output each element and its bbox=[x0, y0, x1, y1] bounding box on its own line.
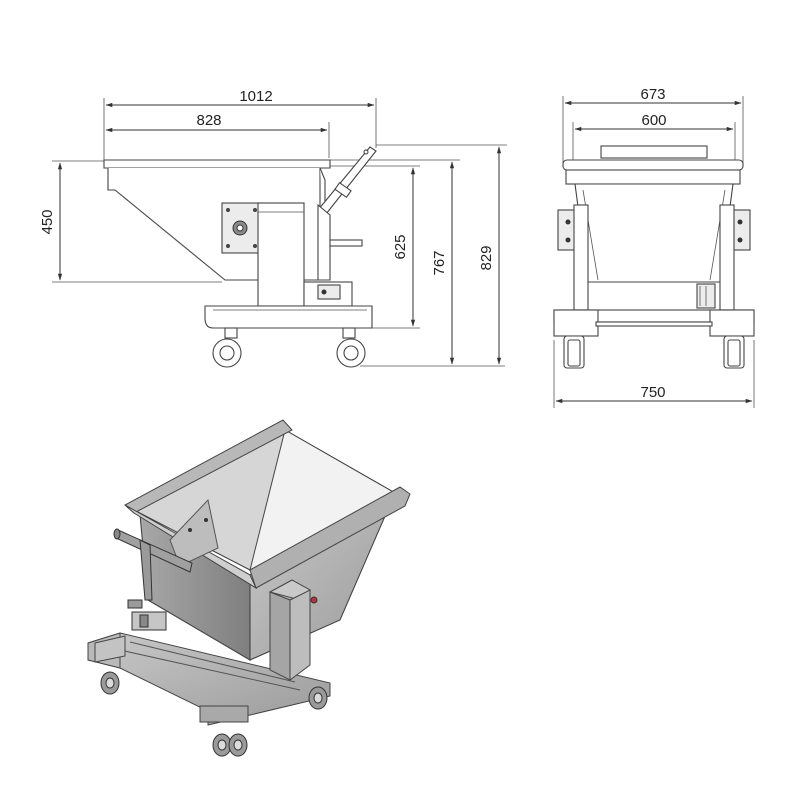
dimension-label-767: 767 bbox=[431, 250, 448, 275]
dimension-pivot-height: 625 bbox=[330, 165, 420, 329]
isometric-view bbox=[87, 419, 411, 757]
dimension-label-1012: 1012 bbox=[239, 88, 272, 105]
dimension-label-750: 750 bbox=[640, 384, 665, 401]
dimension-bin-height: 450 bbox=[39, 160, 222, 283]
dimension-label-450: 450 bbox=[39, 209, 56, 234]
front-bin bbox=[557, 145, 751, 311]
iso-column bbox=[268, 579, 318, 681]
dimension-front-base-width: 750 bbox=[553, 340, 755, 408]
iso-base bbox=[87, 632, 331, 757]
dimension-overall-height: 829 bbox=[376, 144, 507, 365]
side-base bbox=[204, 305, 373, 368]
dimension-rim-height: 767 bbox=[330, 159, 505, 367]
dimension-overall-length: 1012 bbox=[103, 88, 377, 160]
dimension-front-overall-width: 673 bbox=[562, 86, 744, 165]
front-view: 673 600 750 bbox=[553, 86, 755, 408]
dimension-label-828: 828 bbox=[196, 112, 221, 129]
iso-handle bbox=[113, 528, 193, 631]
side-view: 1012 828 450 625 767 bbox=[39, 88, 507, 368]
dimension-label-673: 673 bbox=[640, 86, 665, 103]
dimension-front-inner-width: 600 bbox=[572, 112, 736, 160]
dimension-label-625: 625 bbox=[392, 234, 409, 259]
dimension-label-829: 829 bbox=[478, 245, 495, 270]
dimension-label-600: 600 bbox=[641, 112, 666, 129]
iso-bin bbox=[124, 419, 411, 661]
front-base bbox=[553, 309, 755, 369]
side-column bbox=[257, 202, 353, 307]
side-lever bbox=[317, 146, 377, 281]
dimension-top-length: 828 bbox=[105, 112, 330, 158]
